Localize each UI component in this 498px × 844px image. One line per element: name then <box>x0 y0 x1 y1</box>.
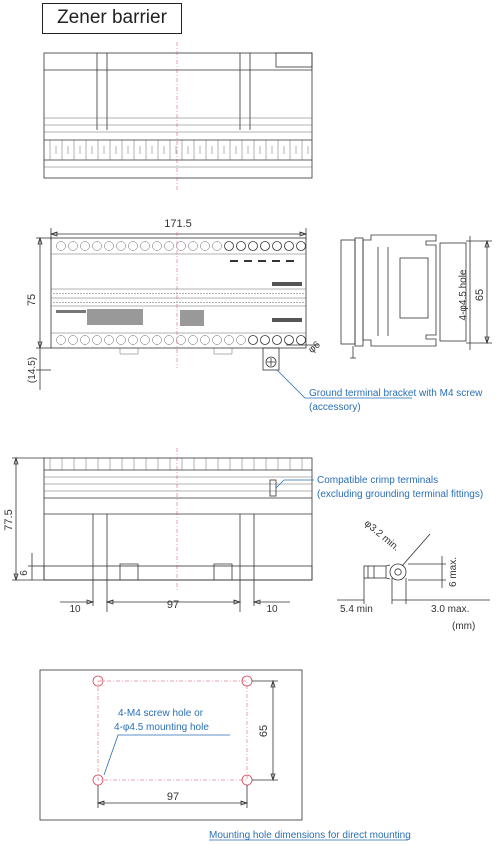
dim-left-10: 10 <box>69 604 81 615</box>
mount-note-line1: 4-M4 screw hole or <box>118 708 204 719</box>
crimp-5-4: 5.4 min <box>340 604 373 615</box>
ground-note: Ground terminal bracket with M4 screw (a… <box>276 369 483 413</box>
dim-height-65-side: 65 <box>474 289 486 301</box>
dim-hole-4-5: 4-φ4.5 hole <box>458 269 469 320</box>
dim-center-97: 97 <box>167 599 179 611</box>
units-mm: (mm) <box>452 621 475 632</box>
top-view <box>43 42 313 190</box>
ground-bracket <box>262 347 280 371</box>
top-view-terminal-slots <box>49 140 309 160</box>
dim-right-10: 10 <box>266 604 278 615</box>
crimp-note-line1: Compatible crimp terminals <box>317 475 438 486</box>
crimp-3-0: 3.0 max. <box>431 604 469 615</box>
ground-note-line1: Ground terminal bracket with M4 screw <box>309 388 483 399</box>
mount-dim-97: 97 <box>167 791 179 803</box>
dim-offset-6: 6 <box>19 570 30 576</box>
crimp-terminal: Compatible crimp terminals (excluding gr… <box>275 475 490 632</box>
mount-note-line2: 4-φ4.5 mounting hole <box>114 722 209 733</box>
mounting-plan: 4-M4 screw hole or 4-φ4.5 mounting hole … <box>39 669 411 841</box>
crimp-note-line2: (excluding grounding terminal fittings) <box>317 489 483 500</box>
page-title: Zener barrier <box>57 7 167 28</box>
ground-note-line2: (accessory) <box>309 402 361 413</box>
dim-phi6: φ6 <box>306 339 323 355</box>
front-bottom-terminals <box>56 335 306 345</box>
bottom-view: 77.5 6 10 97 10 <box>3 448 313 615</box>
title-box: Zener barrier <box>42 3 182 34</box>
dim-offset-14-5: (14.5) <box>27 357 38 383</box>
mount-caption: Mounting hole dimensions for direct moun… <box>209 830 411 841</box>
mount-dim-65: 65 <box>258 725 270 737</box>
crimp-phi-3-2: φ3.2 min. <box>362 518 401 553</box>
side-view: 65 4-φ4.5 hole <box>340 234 492 359</box>
front-view: 171.5 <box>26 218 323 390</box>
dim-height-75: 75 <box>26 294 38 306</box>
dim-width-label: 171.5 <box>164 218 192 230</box>
front-top-terminals <box>56 241 306 251</box>
dim-height-77-5: 77.5 <box>3 509 15 530</box>
crimp-6-max: 6 max. <box>448 557 459 587</box>
